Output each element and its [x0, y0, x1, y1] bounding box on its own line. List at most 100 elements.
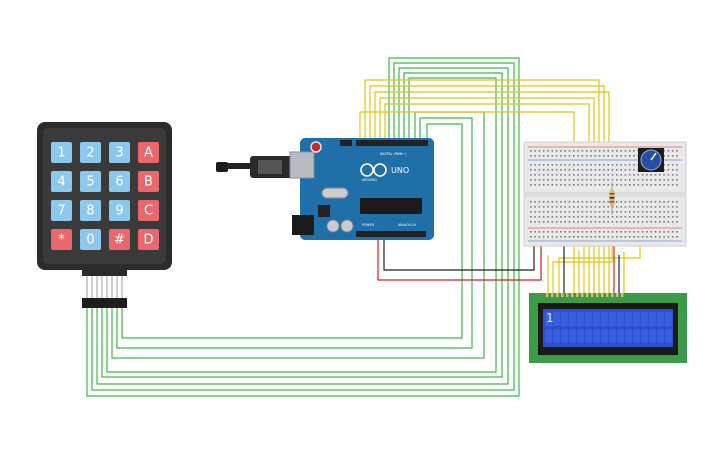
key-hash[interactable]: #: [109, 229, 130, 250]
crystal: [321, 187, 349, 199]
lcd-cell: [633, 329, 640, 343]
lcd-cell: [593, 312, 600, 326]
bb-hole: [633, 206, 635, 208]
bb-hole: [633, 169, 635, 171]
bb-hole: [633, 231, 635, 233]
bb-hole: [637, 236, 640, 238]
bb-hole: [534, 179, 536, 181]
bb-hole: [581, 184, 584, 186]
key-6[interactable]: 6: [109, 171, 130, 192]
key-b[interactable]: B: [138, 171, 159, 192]
key-1[interactable]: 1: [51, 142, 72, 163]
capacitor-2: [340, 219, 354, 233]
bb-hole: [530, 201, 532, 203]
bb-hole: [560, 150, 562, 152]
bb-hole: [667, 216, 670, 218]
bb-hole: [577, 206, 579, 208]
key-8[interactable]: 8: [80, 200, 101, 221]
bb-hole: [663, 236, 665, 238]
bb-hole: [573, 206, 575, 208]
bb-hole: [547, 184, 549, 186]
bb-hole: [611, 174, 614, 176]
bb-hole: [628, 155, 631, 157]
capacitor-1: [326, 219, 340, 233]
bb-hole: [594, 211, 597, 213]
bb-hole: [538, 201, 541, 203]
bb-hole: [659, 231, 661, 233]
bb-hole: [624, 231, 627, 233]
bb-hole: [568, 221, 571, 223]
bb-hole: [542, 201, 545, 203]
bb-hole: [620, 216, 622, 218]
bb-hole: [598, 184, 601, 186]
key-c[interactable]: C: [138, 200, 159, 221]
bb-hole: [616, 211, 618, 213]
bb-hole: [598, 174, 601, 176]
key-star[interactable]: *: [51, 229, 72, 250]
bb-hole: [663, 184, 665, 186]
bb-hole: [573, 150, 575, 152]
bb-hole: [594, 169, 597, 171]
bb-hole: [551, 231, 554, 233]
bb-hole: [611, 169, 614, 171]
bb-hole: [573, 236, 575, 238]
key-7[interactable]: 7: [51, 200, 72, 221]
key-d[interactable]: D: [138, 229, 159, 250]
key-5[interactable]: 5: [80, 171, 101, 192]
bb-hole: [564, 169, 566, 171]
key-label: C: [144, 204, 153, 219]
key-9[interactable]: 9: [109, 200, 130, 221]
bb-hole: [676, 184, 678, 186]
lcd-cell: [577, 329, 584, 343]
key-2[interactable]: 2: [80, 142, 101, 163]
bb-hole: [628, 174, 631, 176]
bb-hole: [577, 155, 579, 157]
bb-hole: [628, 231, 631, 233]
bb-hole: [547, 206, 549, 208]
bb-hole: [542, 211, 545, 213]
bb-hole: [620, 206, 622, 208]
bb-hole: [637, 184, 640, 186]
bb-hole: [573, 184, 575, 186]
bb-hole: [581, 150, 584, 152]
bb-hole: [611, 211, 614, 213]
bb-hole: [530, 184, 532, 186]
key-4[interactable]: 4: [51, 171, 72, 192]
bb-hole: [671, 184, 674, 186]
bb-hole: [594, 184, 597, 186]
bb-hole: [611, 216, 614, 218]
key-a[interactable]: A: [138, 142, 159, 163]
bb-hole: [611, 150, 614, 152]
bb-hole: [568, 236, 571, 238]
bb-hole: [654, 231, 657, 233]
bb-hole: [542, 150, 545, 152]
bb-hole: [555, 236, 558, 238]
power-label: POWER: [362, 223, 375, 227]
bb-hole: [560, 216, 562, 218]
bb-hole: [577, 211, 579, 213]
lcd-cell: [561, 312, 568, 326]
bb-hole: [628, 179, 631, 181]
bb-hole: [676, 169, 678, 171]
bb-hole: [590, 150, 592, 152]
bb-hole: [607, 164, 609, 166]
bb-hole: [577, 221, 579, 223]
bb-hole: [633, 201, 635, 203]
bb-hole: [538, 236, 541, 238]
key-0[interactable]: 0: [80, 229, 101, 250]
potentiometer[interactable]: [638, 148, 664, 172]
reset-button[interactable]: [310, 141, 322, 153]
bb-hole: [590, 169, 592, 171]
bb-hole: [603, 184, 605, 186]
bb-hole: [594, 201, 597, 203]
bb-hole: [534, 236, 536, 238]
bb-hole: [620, 211, 622, 213]
bb-hole: [573, 221, 575, 223]
bb-hole: [607, 184, 609, 186]
bb-hole: [590, 201, 592, 203]
bb-hole: [620, 231, 622, 233]
bb-hole: [624, 216, 627, 218]
lcd-character-cells: [545, 312, 672, 343]
key-3[interactable]: 3: [109, 142, 130, 163]
bb-hole: [547, 155, 549, 157]
